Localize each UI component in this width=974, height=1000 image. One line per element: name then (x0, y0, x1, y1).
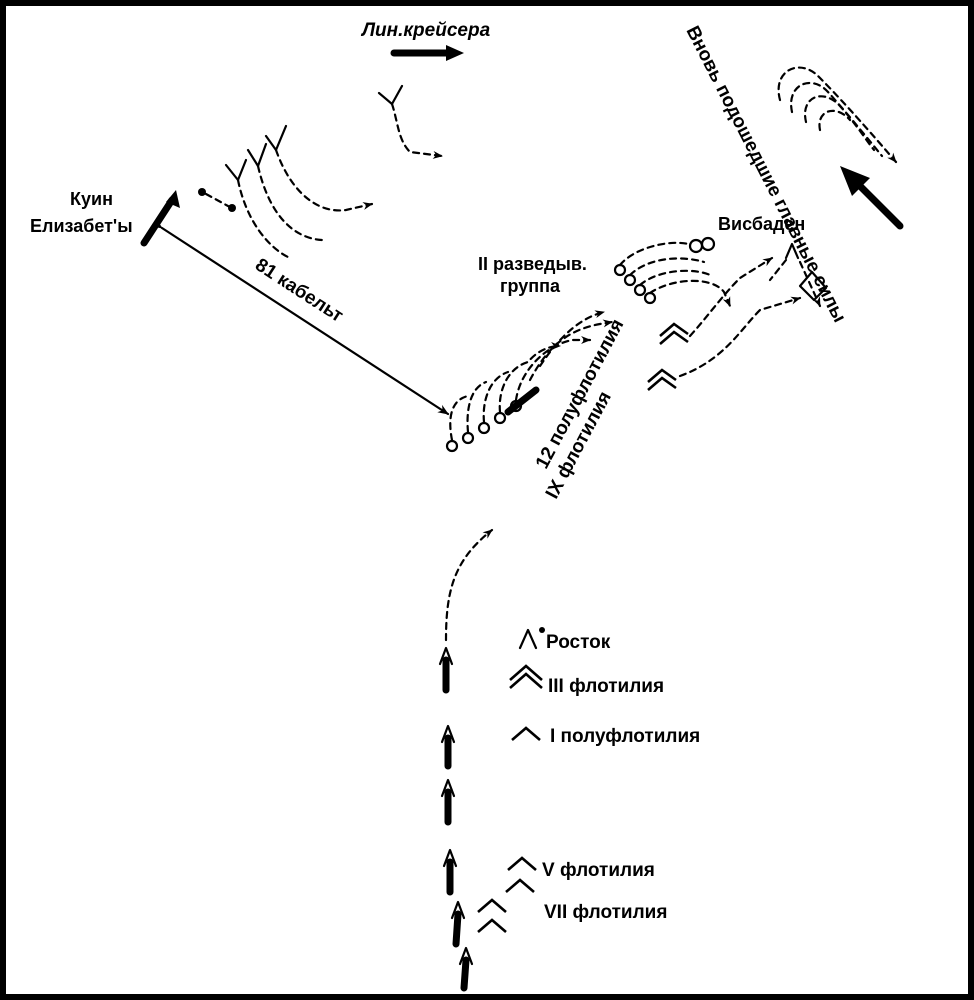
wiesbaden-track (768, 258, 788, 282)
battleship-track-6 (528, 319, 614, 382)
flotilla-12-chevron-2 (659, 330, 689, 345)
scout-ship-1 (613, 263, 627, 277)
ship-track-3 (274, 148, 374, 212)
scout-track-2 (628, 257, 706, 277)
flotilla-9-chevron-2 (647, 376, 677, 391)
ship-track-2 (256, 164, 324, 242)
column-track (444, 528, 494, 642)
column-ship-1-head (438, 646, 454, 666)
flotilla-7-chevron-1 (477, 898, 507, 913)
battlecruisers-arrow-head (446, 45, 464, 61)
battleship-track-7 (538, 310, 606, 368)
queen-elizabeth-group: Куин Елизабет'ы (30, 189, 180, 247)
wiesbaden-symbol (784, 242, 800, 260)
main-forces-course-arrow (856, 182, 904, 230)
ship-track-1 (236, 178, 292, 260)
queen-elizabeth-label-line2: Елизабет'ы (30, 216, 133, 236)
battleship-1 (445, 439, 459, 453)
battleship-line-arrow (504, 386, 540, 416)
wiesbaden-ship-1 (688, 238, 704, 254)
flotilla-3-chevron-1 (509, 664, 543, 681)
column-ship-2-head (440, 724, 456, 744)
battlecruiser-track (390, 102, 444, 159)
wiesbaden-track-2 (798, 260, 822, 308)
approaching-column (438, 528, 494, 992)
rostock-label: Росток (546, 632, 611, 653)
battleship-3 (477, 421, 491, 435)
half-flotilla-1-chevron (511, 726, 541, 741)
queen-elizabeth-label-line1: Куин (70, 189, 113, 209)
flotilla-3-group: III флотилия (509, 664, 664, 697)
flotilla-7-group: VII флотилия (477, 898, 667, 933)
scout-track-1 (618, 241, 702, 267)
flotilla-3-label: III флотилия (548, 676, 664, 697)
main-forces-track-1 (777, 66, 898, 164)
wiesbaden-label: Висбаден (718, 214, 805, 234)
scouting-group-label-line2: группа (500, 276, 561, 296)
half-flotilla-1-group: I полуфлотилия (511, 726, 700, 747)
scouting-group: II разведыв. группа (478, 241, 732, 308)
battleship-track-2 (466, 380, 488, 434)
scout-ship-3 (633, 283, 647, 297)
column-ship-5-head (450, 900, 466, 920)
wiesbaden-ship-2 (700, 236, 716, 252)
queen-elizabeth-heading (166, 190, 180, 208)
rostock-symbol (518, 628, 538, 650)
flotilla-5-group: V флотилия (505, 856, 655, 893)
scout-track-4 (648, 279, 732, 308)
battleship-track-1 (449, 394, 470, 442)
ship-track-small (204, 192, 230, 208)
flotilla-7-label: VII флотилия (544, 902, 667, 923)
column-ship-3-head (440, 778, 456, 798)
battlecruisers-label: Лин.крейсера (360, 20, 491, 41)
main-forces-track-2 (790, 81, 884, 158)
main-forces-track-4 (818, 109, 852, 132)
column-ship-6 (460, 956, 470, 992)
battleship-track-3 (482, 370, 510, 424)
column-ship-4-head (442, 848, 458, 868)
scout-track-3 (638, 269, 714, 287)
battleship-track-4 (498, 342, 562, 414)
ship-marker-2 (228, 204, 236, 212)
half-flotilla-1-label: I полуфлотилия (550, 726, 700, 747)
rostock-group: Росток (518, 627, 611, 653)
wiesbaden-group: Висбаден (688, 214, 828, 308)
distance-line (151, 218, 450, 416)
flotilla-12-chevron-1 (659, 322, 689, 337)
rostock-marker (539, 627, 545, 633)
flotilla-9-chevron-1 (647, 368, 677, 383)
scouting-group-label-line1: II разведыв. (478, 254, 587, 274)
flotilla-5-chevron-1 (507, 856, 537, 871)
flotilla-7-chevron-2 (477, 918, 507, 933)
british-squadron (198, 124, 374, 260)
flotilla-5-label: V флотилия (542, 860, 655, 881)
battleship-4 (493, 411, 507, 425)
diagram-background (6, 6, 968, 994)
battle-diagram: Лин.крейсера Вновь подошедшие главные си… (6, 6, 968, 994)
flotilla-3-chevron-2 (509, 672, 543, 689)
scout-ship-4 (643, 291, 657, 305)
flotilla-12-track (688, 256, 774, 338)
german-battleships (445, 310, 614, 453)
flotilla-5-chevron-2 (505, 878, 535, 893)
flotilla-9-track (678, 296, 802, 378)
ship-marker-1 (198, 188, 206, 196)
column-ship-6-head (458, 946, 474, 966)
main-forces-arrow-head (840, 166, 870, 196)
scout-ship-2 (623, 273, 637, 287)
column-ship-5 (452, 910, 462, 948)
main-forces-track-3 (803, 95, 876, 152)
wiesbaden-destroyer-symbol (798, 270, 828, 302)
battleship-2 (461, 431, 475, 445)
battlecruisers-group: Лин.крейсера (360, 20, 491, 159)
battleship-track-5 (514, 336, 592, 402)
